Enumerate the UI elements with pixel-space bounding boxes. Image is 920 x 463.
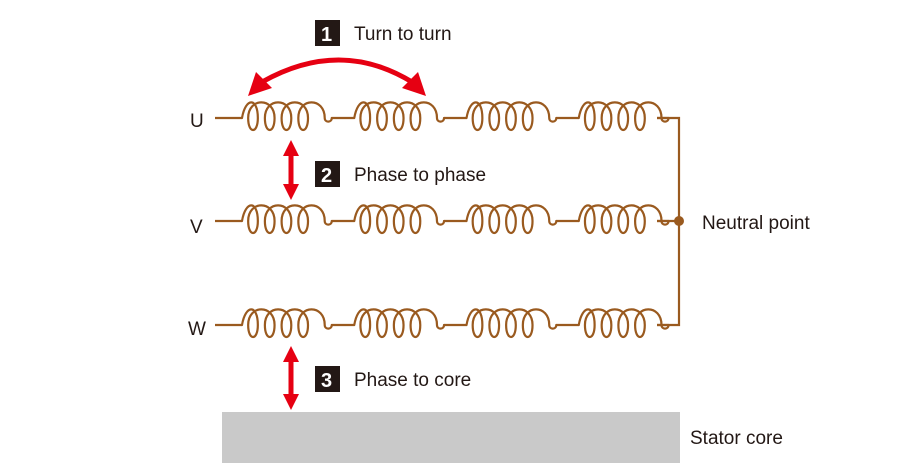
neutral-point-label: Neutral point [702,213,810,234]
phase-label-u: U [190,111,204,132]
winding-phase-v [215,204,670,235]
turn-to-turn-arrowhead-right [402,72,426,96]
coil-w-2 [353,308,446,339]
badge-1-number: 1 [321,24,332,46]
coil-w-1 [240,308,333,339]
badge-2-number: 2 [321,165,332,187]
phase-to-phase-arrowhead-top [283,140,299,156]
badge-1 [315,20,340,46]
annotation-1-text: Turn to turn [354,24,452,45]
annotation-2-text: Phase to phase [354,165,486,186]
phase-label-w: W [188,319,206,340]
windings [215,101,670,339]
coil-u-1 [240,101,333,132]
stator-core-label: Stator core [690,428,783,449]
winding-phase-u [215,101,670,132]
badge-3 [315,366,340,392]
coil-v-3 [465,204,558,235]
coil-v-4 [577,204,670,235]
phase-label-v: V [190,217,203,238]
neutral-point-dot [674,216,684,226]
coil-w-4 [577,308,670,339]
coil-v-2 [353,204,446,235]
coil-u-3 [465,101,558,132]
badge-2 [315,161,340,187]
annotation-3-text: Phase to core [354,370,471,391]
badge-3-number: 3 [321,370,332,392]
turn-to-turn-arrowhead-left [248,72,272,96]
phase-to-phase-arrowhead-bottom [283,184,299,200]
coil-v-1 [240,204,333,235]
stator-core-block [222,412,680,463]
phase-to-core-arrowhead-top [283,346,299,362]
winding-phase-w [215,308,670,339]
coil-u-4 [577,101,670,132]
turn-to-turn-arrow [260,57,414,85]
phase-to-core-arrowhead-bottom [283,394,299,410]
coil-u-2 [353,101,446,132]
coil-w-3 [465,308,558,339]
